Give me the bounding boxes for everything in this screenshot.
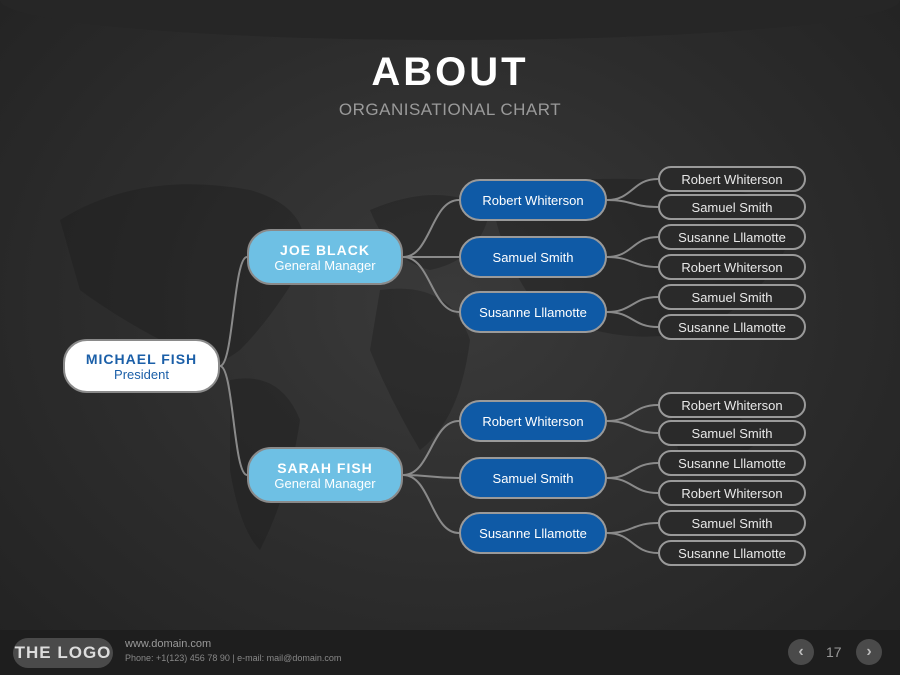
node-name: Samuel Smith	[492, 249, 574, 265]
node-name: Susanne Lllamotte	[678, 319, 786, 335]
org-node-staff[interactable]: Susanne Lllamotte	[459, 291, 607, 333]
footer-bar	[0, 630, 900, 675]
org-node-team-member[interactable]: Robert Whiterson	[658, 480, 806, 506]
node-role: President	[114, 366, 169, 382]
footer-contact: Phone: +1(123) 456 78 90 | e-mail: mail@…	[125, 653, 342, 663]
footer-website[interactable]: www.domain.com	[125, 638, 212, 650]
connector-line	[219, 365, 248, 476]
org-node-team-member[interactable]: Samuel Smith	[658, 194, 806, 220]
org-node-team-member[interactable]: Susanne Lllamotte	[658, 314, 806, 340]
connector-line	[402, 199, 460, 258]
node-name: Susanne Lllamotte	[479, 525, 587, 541]
connector-line	[606, 236, 659, 258]
org-node-team-member[interactable]: Samuel Smith	[658, 420, 806, 446]
connector-line	[606, 199, 659, 208]
connector-line	[606, 178, 659, 201]
org-node-staff[interactable]: Susanne Lllamotte	[459, 512, 607, 554]
page-number: 17	[826, 644, 842, 660]
org-node-president[interactable]: MICHAEL FISH President	[63, 339, 220, 393]
org-node-team-member[interactable]: Samuel Smith	[658, 284, 806, 310]
node-name: Robert Whiterson	[681, 259, 783, 275]
connector-line	[606, 532, 659, 554]
org-node-team-member[interactable]: Samuel Smith	[658, 510, 806, 536]
node-name: Samuel Smith	[492, 470, 574, 486]
node-name: Susanne Lllamotte	[678, 545, 786, 561]
connector-line	[606, 311, 659, 328]
node-name: Samuel Smith	[691, 515, 773, 531]
org-node-staff[interactable]: Samuel Smith	[459, 236, 607, 278]
node-name: MICHAEL FISH	[85, 350, 198, 367]
org-node-team-member[interactable]: Robert Whiterson	[658, 166, 806, 192]
connector-line	[606, 256, 659, 268]
page-subtitle: ORGANISATIONAL CHART	[338, 100, 562, 119]
chevron-right-icon[interactable]: ›	[856, 639, 882, 665]
node-name: Robert Whiterson	[681, 397, 783, 413]
org-node-team-member[interactable]: Susanne Lllamotte	[658, 224, 806, 250]
connector-line	[219, 256, 248, 367]
org-node-staff[interactable]: Robert Whiterson	[459, 179, 607, 221]
node-name: SARAH FISH	[277, 459, 373, 476]
page-title: ABOUT	[371, 50, 529, 94]
node-name: Susanne Lllamotte	[479, 304, 587, 320]
connector-line	[606, 462, 659, 479]
node-name: Robert Whiterson	[482, 192, 584, 208]
org-node-team-member[interactable]: Robert Whiterson	[658, 254, 806, 280]
node-name: JOE BLACK	[280, 241, 370, 258]
org-node-team-member[interactable]: Susanne Lllamotte	[658, 540, 806, 566]
connector-line	[606, 477, 659, 494]
connector-line	[402, 420, 460, 476]
org-node-team-member[interactable]: Robert Whiterson	[658, 392, 806, 418]
node-name: Samuel Smith	[691, 289, 773, 305]
node-name: Robert Whiterson	[681, 171, 783, 187]
node-name: Susanne Lllamotte	[678, 455, 786, 471]
node-role: General Manager	[274, 475, 376, 491]
node-role: General Manager	[274, 257, 376, 273]
node-name: Samuel Smith	[691, 425, 773, 441]
connector-line	[606, 522, 659, 534]
chevron-left-icon[interactable]: ‹	[788, 639, 814, 665]
node-name: Susanne Lllamotte	[678, 229, 786, 245]
org-node-staff[interactable]: Robert Whiterson	[459, 400, 607, 442]
org-node-staff[interactable]: Samuel Smith	[459, 457, 607, 499]
connector-line	[606, 296, 659, 313]
connector-line	[606, 404, 659, 422]
org-node-team-member[interactable]: Susanne Lllamotte	[658, 450, 806, 476]
connector-line	[402, 474, 460, 534]
node-name: Robert Whiterson	[681, 485, 783, 501]
connector-line	[606, 420, 659, 434]
node-name: Samuel Smith	[691, 199, 773, 215]
node-name: Robert Whiterson	[482, 413, 584, 429]
logo: THE LOGO	[13, 638, 113, 668]
connector-line	[402, 256, 460, 313]
